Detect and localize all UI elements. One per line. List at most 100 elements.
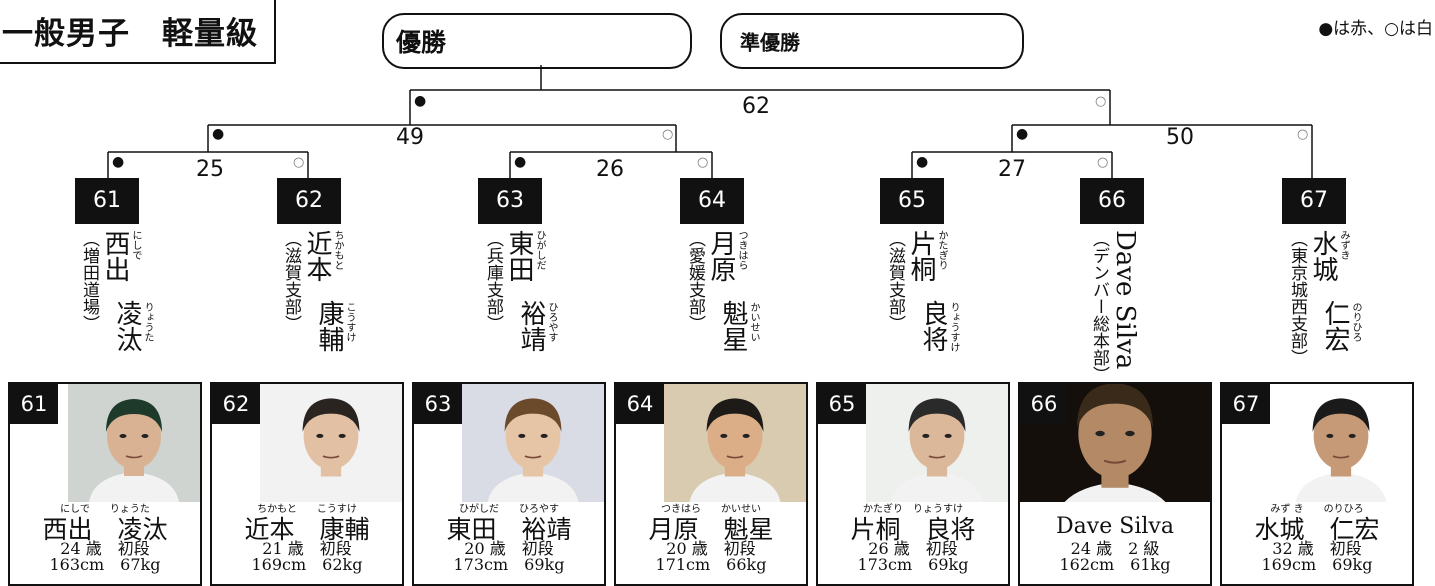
card-age-rank: 24 歳 初段 — [60, 539, 150, 558]
card-age-rank: 20 歳 初段 — [666, 539, 756, 558]
affiliation: （滋賀支部） — [885, 230, 905, 332]
profile-photo — [462, 384, 604, 502]
card-age-rank: 26 歳 初段 — [868, 539, 958, 558]
given-ruby: りょうすけ — [948, 302, 959, 352]
card-age-rank: 21 歳 初段 — [262, 539, 352, 558]
profile-card-61: 61 にしで りょうた 西出 凌汰 24 歳 初段 163cm 67kg — [8, 382, 202, 586]
profile-card-62: 62 ちかもと こうすけ 近本 康輔 21 歳 初段 169cm 62kg — [210, 382, 404, 586]
vertical-name-64: （愛媛支部） 月原 つきはら 魁星 かいせい — [685, 230, 806, 380]
family-name: 片桐 — [906, 230, 936, 282]
affiliation: （増田道場） — [79, 230, 99, 332]
portrait — [1270, 384, 1412, 502]
division-title-box: 一般男子 軽量級 — [0, 0, 276, 64]
red-marker: ● — [112, 154, 124, 170]
family-ruby: ちかもと — [332, 230, 343, 270]
given-ruby: りょうた — [142, 302, 153, 342]
card-seed: 64 — [616, 384, 664, 424]
latin-name: Dave Silva — [1110, 230, 1140, 370]
card-name-ruby: みず き のりひろ — [1270, 504, 1364, 515]
portrait — [462, 384, 604, 502]
vertical-name-62: （滋賀支部） 近本 ちかもと 康輔 こうすけ — [281, 230, 402, 380]
given-ruby: ひろやす — [546, 302, 557, 342]
card-height-weight: 169cm 62kg — [251, 555, 363, 574]
given-name: 凌汰 — [112, 300, 142, 352]
affiliation: （兵庫支部） — [483, 230, 503, 332]
family-name: 東田 — [504, 230, 534, 282]
family-name: 近本 — [302, 230, 332, 282]
vertical-name-63: （兵庫支部） 東田 ひがしだ 裕靖 ひろやす — [483, 230, 604, 380]
card-name: 近本 康輔 — [244, 515, 370, 544]
card-name: 西出 凌汰 — [42, 515, 168, 544]
profile-photo — [68, 384, 200, 502]
affiliation: （東京城西支部） — [1287, 230, 1307, 366]
profile-photo — [664, 384, 806, 502]
card-name-ruby: かたぎり りょうすけ — [863, 504, 963, 515]
card-seed: 65 — [818, 384, 866, 424]
given-name: 裕靖 — [516, 300, 546, 352]
given-ruby: のりひろ — [1350, 302, 1361, 342]
card-age-rank: 20 歳 初段 — [464, 539, 554, 558]
white-marker: ○ — [1097, 155, 1108, 170]
profile-card-65: 65 かたぎり りょうすけ 片桐 良将 26 歳 初段 173cm 69kg — [816, 382, 1010, 586]
card-seed: 67 — [1222, 384, 1270, 424]
card-name-ruby: ひがしだ ひろやす — [459, 504, 559, 515]
family-ruby: ひがしだ — [534, 230, 545, 270]
family-ruby: みずき — [1338, 230, 1349, 260]
white-marker: ○ — [697, 155, 708, 170]
profile-card-67: 67 みず き のりひろ 水城 仁宏 32 歳 初段 169cm 69kg — [1220, 382, 1414, 586]
profile-photo — [260, 384, 402, 502]
given-name: 康輔 — [314, 300, 344, 352]
white-marker: ○ — [293, 155, 304, 170]
runner-up-box: 準優勝 — [720, 13, 1024, 69]
card-name: 水城 仁宏 — [1254, 515, 1380, 544]
seed-63: 63 — [478, 178, 542, 224]
profile-photo — [1020, 384, 1210, 502]
tournament-bracket: 62 49 50 25 26 27 ● ○ ● ○ ● ○ ● ○ ● ○ ● … — [107, 65, 1313, 182]
vertical-name-67: （東京城西支部） 水城 みずき 仁宏 のりひろ — [1287, 230, 1408, 380]
match-number-27: 27 — [998, 157, 1026, 182]
card-name-ruby: つきはら かいせい — [661, 504, 761, 515]
card-name: 月原 魁星 — [648, 515, 774, 544]
red-marker: ● — [916, 154, 928, 170]
portrait — [68, 384, 200, 502]
white-marker: ○ — [1095, 94, 1106, 109]
given-name: 良将 — [918, 300, 948, 352]
card-age-rank: 24 歳 2 級 — [1070, 539, 1160, 558]
division-title: 一般男子 軽量級 — [2, 16, 258, 52]
seed-67: 67 — [1282, 178, 1346, 224]
family-ruby: かたぎり — [936, 230, 947, 270]
white-marker: ○ — [662, 127, 673, 142]
card-name: 片桐 良将 — [850, 515, 976, 544]
profile-photo — [866, 384, 1008, 502]
card-height-weight: 173cm 69kg — [857, 555, 969, 574]
card-height-weight: 171cm 66kg — [655, 555, 767, 574]
card-seed: 63 — [414, 384, 462, 424]
affiliation: （滋賀支部） — [281, 230, 301, 332]
seed-61: 61 — [75, 178, 139, 224]
match-number-25: 25 — [196, 157, 224, 182]
vertical-name-66: （デンバー総本部） Dave Silva — [1086, 230, 1206, 383]
profile-card-66: 66 Dave Silva 24 歳 2 級 162cm 61kg — [1018, 382, 1212, 586]
seed-65: 65 — [880, 178, 944, 224]
seed-66: 66 — [1080, 178, 1144, 224]
given-name: 魁星 — [718, 300, 748, 352]
card-age-rank: 32 歳 初段 — [1272, 539, 1362, 558]
card-height-weight: 162cm 61kg — [1059, 555, 1171, 574]
match-number-49: 49 — [396, 125, 424, 150]
winner-box: 優勝 — [382, 13, 692, 69]
runner-up-label: 準優勝 — [740, 30, 800, 55]
given-ruby: こうすけ — [344, 302, 355, 342]
card-seed: 61 — [10, 384, 58, 424]
given-ruby: かいせい — [748, 302, 759, 342]
card-name: Dave Silva — [1056, 514, 1174, 539]
portrait — [1020, 384, 1210, 502]
seed-62: 62 — [277, 178, 341, 224]
affiliation: （デンバー総本部） — [1089, 230, 1109, 383]
marker-legend: ●は赤、○は白 — [1318, 19, 1433, 39]
profile-card-64: 64 つきはら かいせい 月原 魁星 20 歳 初段 171cm 66kg — [614, 382, 808, 586]
seed-64: 64 — [680, 178, 744, 224]
vertical-name-61: （増田道場） 西出 にしで 凌汰 りょうた — [79, 230, 200, 380]
match-number-62: 62 — [742, 94, 770, 119]
red-marker: ● — [1016, 126, 1028, 142]
match-number-26: 26 — [596, 157, 624, 182]
